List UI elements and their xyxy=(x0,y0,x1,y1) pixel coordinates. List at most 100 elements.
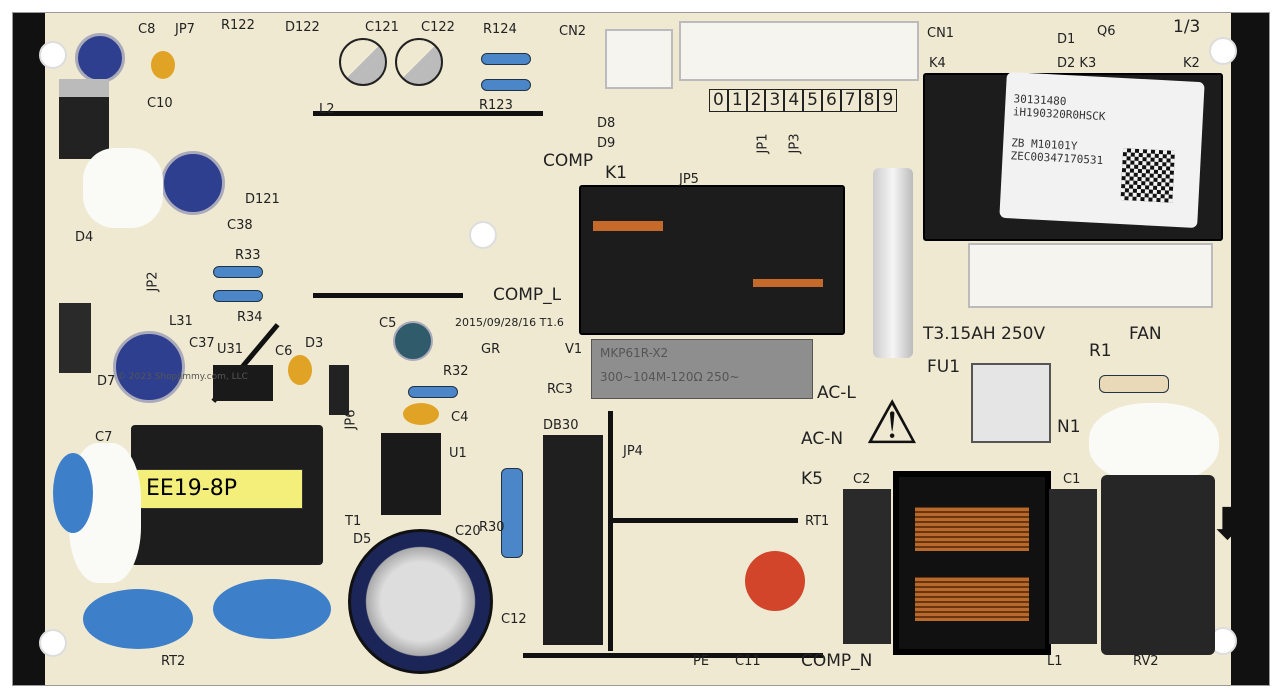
electrolytic-capacitor xyxy=(161,151,225,215)
silkscreen-label: D3 xyxy=(305,336,324,351)
resistor xyxy=(481,79,531,91)
silkscreen-label: C8 xyxy=(138,22,156,37)
silkscreen-label: Q6 xyxy=(1097,24,1116,39)
fuse xyxy=(873,168,913,358)
pin-number: 7 xyxy=(840,89,860,112)
silkscreen-label: C10 xyxy=(147,96,173,111)
bulk-capacitor xyxy=(348,529,493,674)
silkscreen-label: R122 xyxy=(221,18,255,33)
relay-terminal xyxy=(753,279,823,287)
capacitor-footprint xyxy=(339,38,387,86)
silkscreen-label: FU1 xyxy=(927,357,961,377)
choke-winding xyxy=(915,507,1029,551)
silkscreen-label: C6 xyxy=(275,344,293,359)
pcb-board: 0 1 2 3 4 5 6 7 8 9 MKP61R-X2 300~104M-1… xyxy=(12,12,1270,686)
ceramic-capacitor xyxy=(151,51,175,79)
y-capacitor xyxy=(213,579,331,639)
connector-fan xyxy=(968,243,1213,308)
capacitor-c1 xyxy=(1049,489,1097,644)
silkscreen-label: JP3 xyxy=(787,133,803,154)
ceramic-capacitor xyxy=(288,355,312,385)
y-capacitor xyxy=(83,589,193,649)
relay-k1 xyxy=(579,185,845,335)
silkscreen-label: D122 xyxy=(285,20,320,35)
silkscreen-label: JP4 xyxy=(623,444,643,459)
resistor xyxy=(501,468,523,558)
qr-code xyxy=(1120,148,1176,203)
silkscreen-label: C5 xyxy=(379,316,397,331)
diode xyxy=(329,365,349,415)
resistor xyxy=(408,386,458,398)
capacitor-footprint xyxy=(395,38,443,86)
silkscreen-label: R123 xyxy=(479,98,513,113)
silkscreen-label: D8 xyxy=(597,116,616,131)
resistor xyxy=(213,290,263,302)
high-voltage-warning-icon: ⚠ xyxy=(865,388,919,458)
silkscreen-label: R124 xyxy=(483,22,517,37)
silkscreen-label: RT1 xyxy=(805,514,830,529)
silkscreen-label: COMP xyxy=(543,151,594,171)
page-indicator: 1/3 xyxy=(1173,17,1201,37)
pin-number: 3 xyxy=(765,89,785,112)
silkscreen-label: C12 xyxy=(501,612,527,627)
silkscreen-label: C1 xyxy=(1063,472,1081,487)
silkscreen-label: T1 xyxy=(345,514,362,529)
pin-number: 0 xyxy=(709,89,728,112)
silkscreen-label: D2 K3 xyxy=(1057,56,1097,71)
transformer-tag: EE19-8P xyxy=(135,469,303,509)
silkscreen-label: R32 xyxy=(443,364,469,379)
electrolytic-capacitor xyxy=(113,331,185,403)
ceramic-capacitor xyxy=(403,403,439,425)
silkscreen-label: R33 xyxy=(235,248,261,263)
silkscreen-label: RV2 xyxy=(1133,654,1159,669)
trace xyxy=(313,293,463,298)
silkscreen-label: C4 xyxy=(451,410,469,425)
silkscreen-label: D121 xyxy=(245,192,280,207)
silkscreen-label: JP6 xyxy=(343,409,359,430)
silkscreen-label: K1 xyxy=(605,163,627,183)
silkscreen-label: COMP_L xyxy=(493,285,562,305)
silkscreen-label: L31 xyxy=(169,314,193,329)
silkscreen-label: L2 xyxy=(319,102,335,117)
silkscreen-label: K4 xyxy=(929,56,946,71)
varistor-rt1 xyxy=(745,551,805,611)
arrow-down-icon: ⬇ xyxy=(1209,499,1246,550)
silkscreen-label: CN1 xyxy=(927,26,955,41)
silkscreen-label: L1 xyxy=(1047,654,1063,669)
diode xyxy=(59,303,91,373)
choke-winding xyxy=(915,577,1029,621)
silkscreen-label: AC-L xyxy=(817,383,856,403)
ic-u1 xyxy=(381,433,441,515)
silkscreen-label: COMP_N xyxy=(801,651,873,671)
silkscreen-label: JP1 xyxy=(755,133,771,154)
x2-capacitor-line1: MKP61R-X2 xyxy=(600,346,669,360)
pin-number: 9 xyxy=(878,89,898,112)
silkscreen-label: V1 xyxy=(565,342,583,357)
glue-blob xyxy=(1089,403,1219,483)
relay-contact-n1 xyxy=(971,363,1051,443)
silkscreen-label: CN2 xyxy=(559,24,587,39)
mounting-hole xyxy=(39,41,67,69)
electrolytic-capacitor xyxy=(393,321,433,361)
silkscreen-label: DB30 xyxy=(543,418,579,433)
silkscreen-label: N1 xyxy=(1057,417,1081,437)
silkscreen-label: JP7 xyxy=(175,22,195,37)
resistor xyxy=(481,53,531,65)
mounting-hole xyxy=(469,221,497,249)
silkscreen-label: C122 xyxy=(421,20,455,35)
pin-number: 6 xyxy=(821,89,841,112)
varistor-rv2 xyxy=(1101,475,1215,655)
silkscreen-label: D4 xyxy=(75,230,94,245)
silkscreen-label: GR xyxy=(481,342,501,357)
silkscreen-label: JP5 xyxy=(679,172,699,187)
silkscreen-label: R34 xyxy=(237,310,263,325)
watermark: © 2023 Shopjimmy.com, LLC xyxy=(117,372,248,382)
silkscreen-label: C38 xyxy=(227,218,253,233)
x2-capacitor: MKP61R-X2 300~104M-120Ω 250~ xyxy=(591,339,813,399)
silkscreen-label: D9 xyxy=(597,136,616,151)
silkscreen-label: JP2 xyxy=(145,271,161,292)
resistor xyxy=(213,266,263,278)
silkscreen-label: K2 xyxy=(1183,56,1200,71)
trace xyxy=(608,411,613,651)
fuse-rating: T3.15AH 250V xyxy=(923,324,1046,344)
